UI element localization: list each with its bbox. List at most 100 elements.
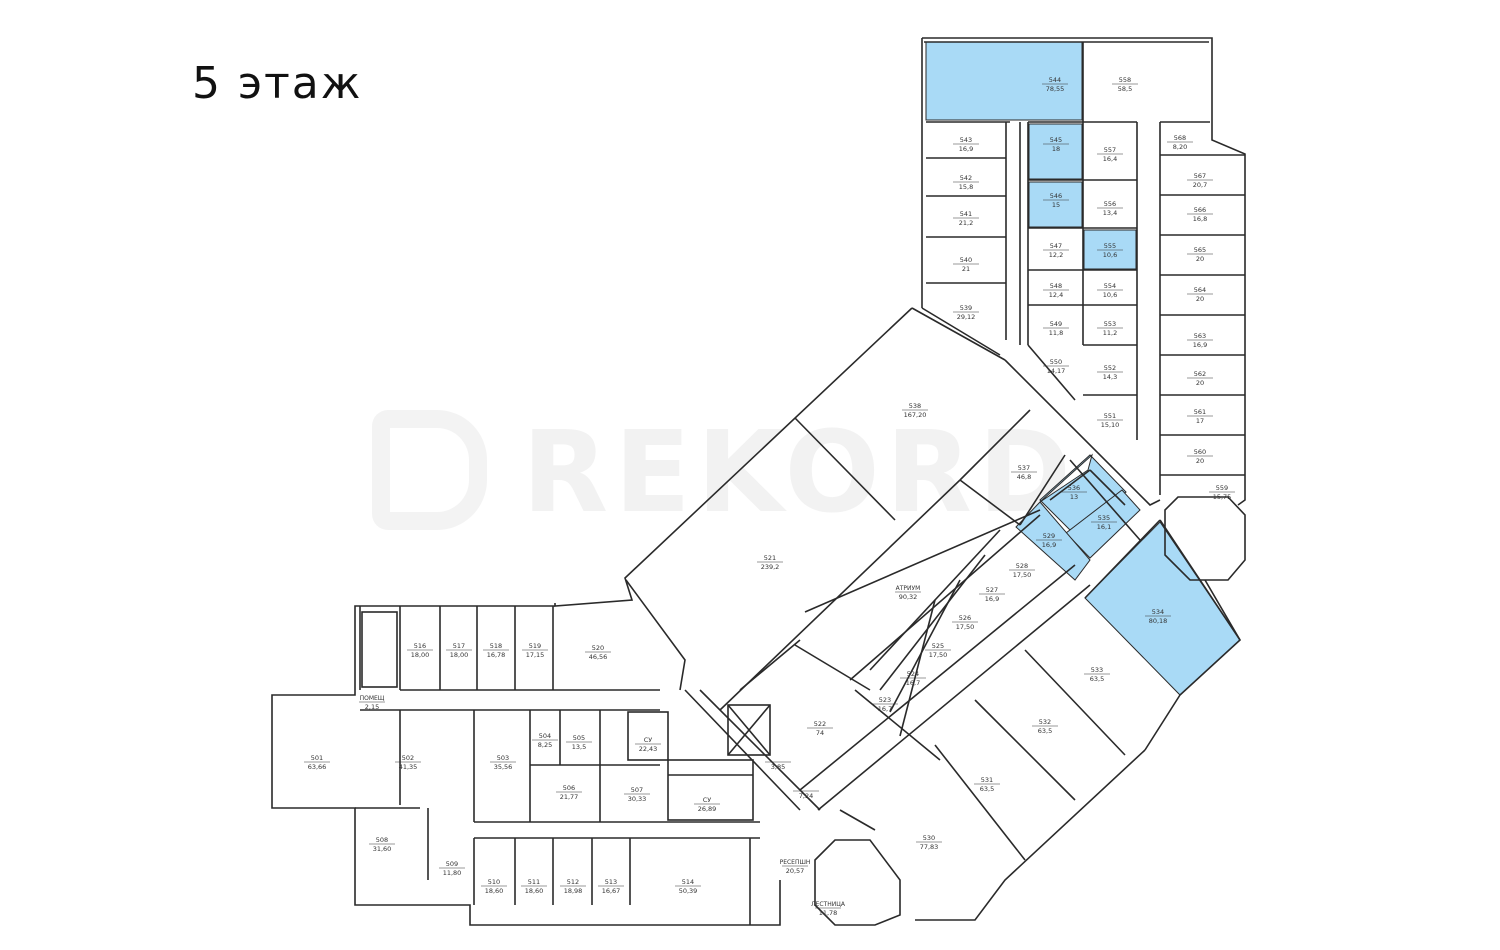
watermark-text: REKORD <box>522 408 1077 538</box>
room-number: 551 <box>1104 412 1116 420</box>
room-area: 20 <box>1196 295 1204 303</box>
room-545-highlight[interactable] <box>1028 123 1083 180</box>
room-number: 559 <box>1216 484 1228 492</box>
room-number: 525 <box>932 642 944 650</box>
room-area: 22,43 <box>639 745 658 753</box>
room-area: 15,8 <box>959 183 973 191</box>
room-number: 521 <box>764 554 776 562</box>
room-area: 17,50 <box>1013 571 1032 579</box>
room-area: 30,33 <box>628 795 647 803</box>
room-area: 17,50 <box>956 623 975 631</box>
room-number: 560 <box>1194 448 1206 456</box>
room-number: 531 <box>981 776 993 784</box>
room-number: 541 <box>960 210 972 218</box>
room-area: 11,78 <box>819 909 838 917</box>
room-area: 13,4 <box>1103 209 1117 217</box>
room-area: 26,89 <box>698 805 717 813</box>
walls <box>271 37 1246 926</box>
room-area: 12,4 <box>1049 291 1063 299</box>
room-number: 528 <box>1016 562 1028 570</box>
room-536-highlight[interactable] <box>1039 453 1127 531</box>
room-number: 542 <box>960 174 972 182</box>
room-area: 35,56 <box>494 763 513 771</box>
room-area: 74 <box>816 729 824 737</box>
room-area: 13,5 <box>572 743 586 751</box>
room-area: 14,17 <box>1047 367 1066 375</box>
room-area: 18,00 <box>450 651 469 659</box>
room-546-highlight[interactable] <box>1028 181 1083 228</box>
room-number: 505 <box>573 734 585 742</box>
room-area: 18,00 <box>411 651 430 659</box>
room-number: РЕСЕПШН <box>780 859 811 866</box>
room-number: 509 <box>446 860 458 868</box>
room-area: 13 <box>1070 493 1078 501</box>
room-number: 556 <box>1104 200 1116 208</box>
room-number: 550 <box>1050 358 1062 366</box>
room-number: 546 <box>1050 192 1062 200</box>
room-number: 553 <box>1104 320 1116 328</box>
room-number: 523 <box>879 696 891 704</box>
room-area: 10,6 <box>1103 251 1117 259</box>
room-area: 11,8 <box>1049 329 1063 337</box>
floor-title: 5 этаж <box>192 58 363 109</box>
room-number: 563 <box>1194 332 1206 340</box>
room-area: 239,2 <box>761 563 780 571</box>
room-number: 557 <box>1104 146 1116 154</box>
room-area: 80,18 <box>1149 617 1168 625</box>
watermark-logo: REKORD <box>372 410 1112 540</box>
room-555-highlight[interactable] <box>1083 229 1137 270</box>
room-number: 534 <box>1152 608 1164 616</box>
room-area: 77,83 <box>920 843 939 851</box>
room-number: 561 <box>1194 408 1206 416</box>
room-number: 535 <box>1098 514 1110 522</box>
room-535-highlight[interactable] <box>1065 489 1141 559</box>
room-number: 527 <box>986 586 998 594</box>
room-number: 549 <box>1050 320 1062 328</box>
room-area: 2,15 <box>365 703 379 711</box>
room-529-highlight[interactable] <box>1015 501 1091 581</box>
room-area: 167,20 <box>904 411 927 419</box>
room-area: 63,5 <box>1038 727 1052 735</box>
room-area: 15 <box>1052 201 1060 209</box>
room-area: 16,78 <box>487 651 506 659</box>
room-area: 20 <box>1196 457 1204 465</box>
room-area: 17,50 <box>929 651 948 659</box>
room-number: 533 <box>1091 666 1103 674</box>
room-number: 508 <box>376 836 388 844</box>
room-number: 567 <box>1194 172 1206 180</box>
room-area: 21,77 <box>560 793 579 801</box>
highlight-layer <box>925 41 1241 696</box>
room-area: 63,5 <box>980 785 994 793</box>
room-number: 511 <box>528 878 540 886</box>
room-area: 16,9 <box>959 145 973 153</box>
